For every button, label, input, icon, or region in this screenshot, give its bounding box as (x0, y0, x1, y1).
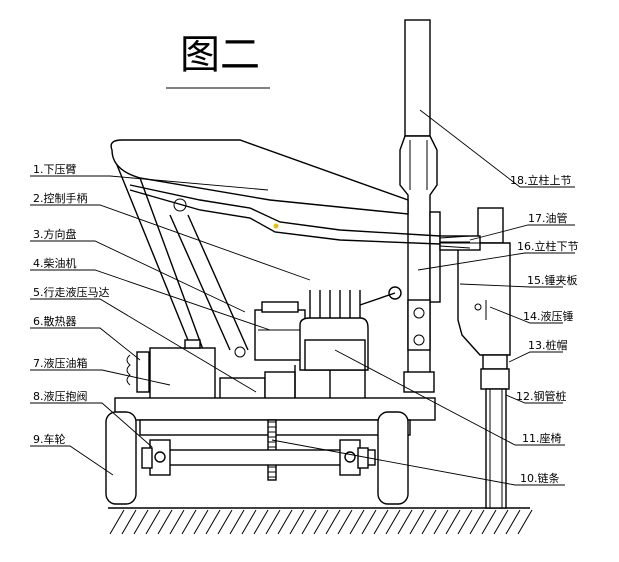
label-press-down-arm: 1.下压臂 (33, 163, 77, 176)
ground-hatch-line (133, 509, 149, 535)
hammer-assembly (439, 207, 511, 390)
ground-hatch-line (445, 509, 461, 535)
ground-hatch-line (397, 509, 413, 535)
radiator (126, 351, 150, 393)
column (399, 19, 441, 393)
label-control-handle: 2.控制手柄 (33, 191, 88, 205)
ground-hatch-line (193, 509, 209, 535)
control-handle (129, 184, 441, 245)
ground-hatch-line (373, 509, 389, 535)
ground-hatch-line (325, 509, 341, 535)
figure-title: 图二 (180, 32, 260, 78)
ground-hatch-line (433, 509, 449, 535)
ground-hatch-line (409, 509, 425, 535)
label-pile-cap: 13.桩帽 (528, 338, 568, 352)
control-levers (309, 286, 402, 320)
label-steering-wheel: 3.方向盘 (33, 227, 77, 241)
ground-hatch-line (457, 509, 473, 535)
ground-hatch-line (169, 509, 185, 535)
ground-hatch-line (361, 509, 377, 535)
label-hammer-clamp-plate: 15.锤夹板 (527, 273, 578, 287)
ground-hatch-line (337, 509, 353, 535)
label-chain: 10.链条 (520, 471, 560, 485)
ground-hatch-line (157, 509, 173, 535)
ground-hatch-line (241, 509, 257, 535)
wheels (105, 411, 409, 505)
ground-hatch-line (301, 509, 317, 535)
ground-hatch-line (265, 509, 281, 535)
ground-hatch-line (109, 509, 125, 535)
label-hydraulic-hammer: 14.液压锤 (523, 309, 574, 323)
label-hydraulic-oil-tank: 7.液压油箱 (33, 356, 88, 370)
ground-hatch-line (385, 509, 401, 535)
label-hydraulic-hold-valve: 8.液压抱阀 (33, 389, 88, 403)
ground-hatch-line (253, 509, 269, 535)
ground-hatch-line (289, 509, 305, 535)
ground-hatch-line (493, 509, 509, 535)
ground-hatch-line (229, 509, 245, 535)
label-column-upper-section: 18.立柱上节 (510, 173, 572, 187)
ground-hatch-line (121, 509, 137, 535)
leader-lines (30, 109, 575, 486)
axle (141, 439, 376, 476)
label-oil-pipe: 17.油管 (528, 211, 568, 225)
ground (108, 507, 533, 535)
seat (299, 317, 369, 371)
press-down-arm (110, 139, 409, 358)
ground-hatch-line (421, 509, 437, 535)
diesel-engine (254, 301, 306, 361)
label-travel-hydraulic-motor: 5.行走液压马达 (33, 285, 110, 299)
label-diesel-engine: 4.柴油机 (33, 256, 77, 270)
steel-pipe-pile (485, 388, 507, 509)
ground-hatch-line (181, 509, 197, 535)
label-steel-pipe-pile: 12.钢管桩 (516, 389, 567, 403)
ground-hatch-line (145, 509, 161, 535)
oil-pipes (439, 235, 471, 249)
label-seat: 11.座椅 (522, 431, 562, 445)
ground-hatch-line (517, 509, 533, 535)
ground-hatch-line (205, 509, 221, 535)
ground-hatch-line (469, 509, 485, 535)
ground-hatch-line (277, 509, 293, 535)
label-radiator: 6.散热器 (33, 314, 77, 328)
ground-hatch-line (505, 509, 521, 535)
ground-hatch-line (217, 509, 233, 535)
ground-hatch-line (349, 509, 365, 535)
label-column-lower-section: 16.立柱下节 (517, 239, 579, 253)
label-wheel: 9.车轮 (33, 432, 66, 446)
ground-hatch-line (313, 509, 329, 535)
ground-hatch-line (481, 509, 497, 535)
